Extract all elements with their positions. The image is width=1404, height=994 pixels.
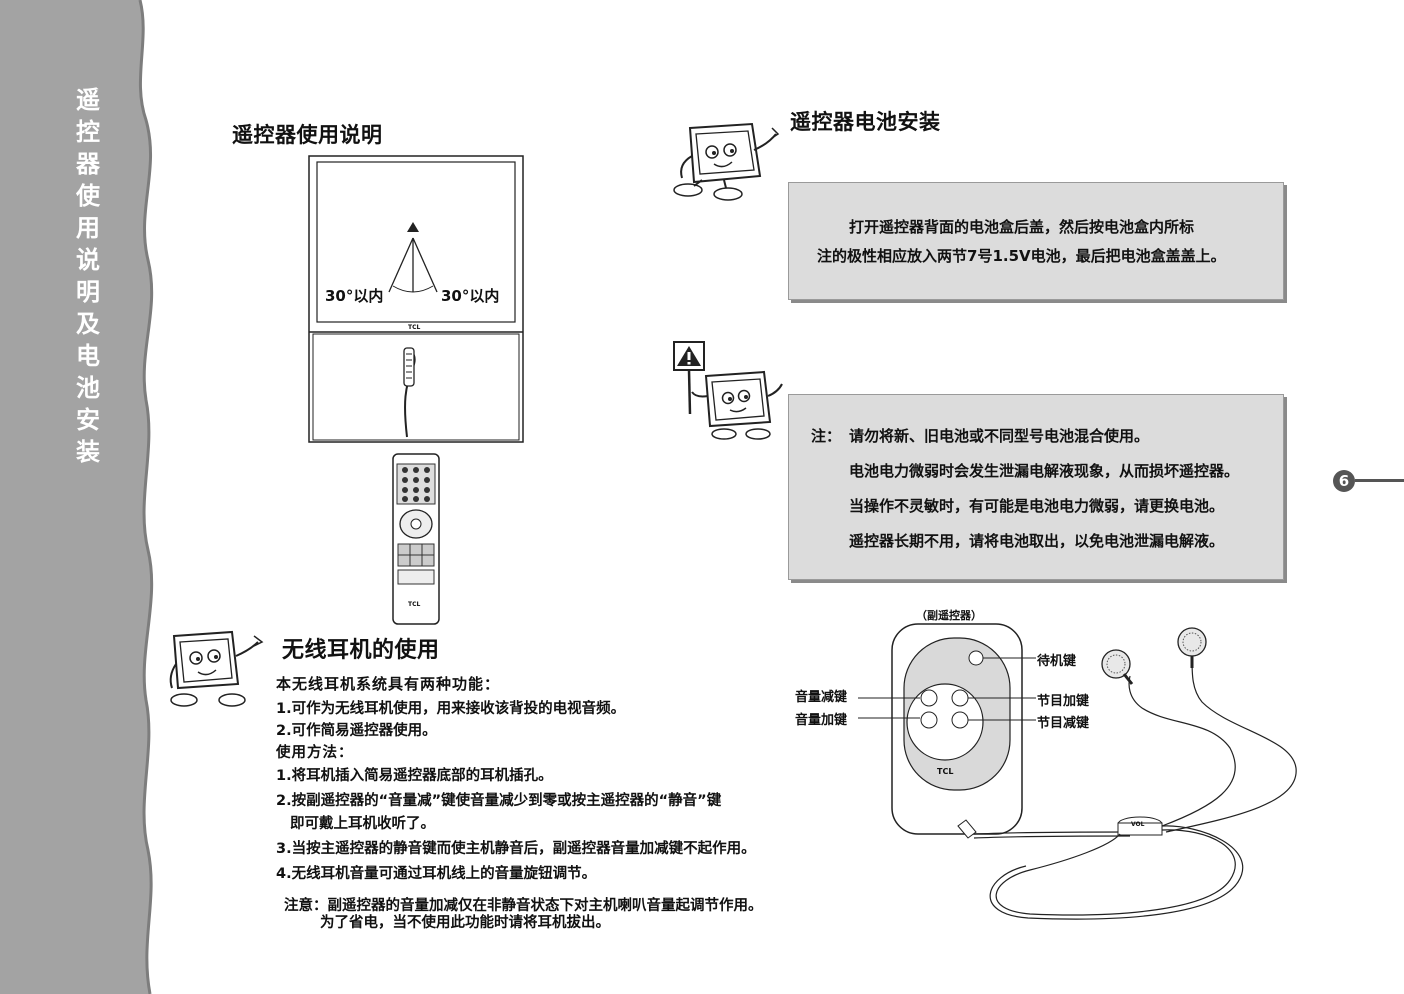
step-item: 2.按副遥控器的“音量减”键使音量减少到零或按主遥控器的“静音”键 [276, 793, 722, 809]
sidebar-char: 及 [76, 310, 100, 338]
sidebar-char: 池 [76, 374, 100, 402]
caution-line2: 为了省电，当不使用此功能时请将耳机拔出。 [320, 915, 610, 931]
standby-label: 待机键 [1037, 654, 1077, 669]
headphone-mascot-icon [169, 630, 264, 707]
tv-illustration [308, 155, 524, 625]
sidebar-char: 遥 [76, 86, 100, 114]
note-item: 请勿将新、旧电池或不同型号电池混合使用。 [849, 427, 1150, 445]
headphones-title: 无线耳机的使用 [282, 638, 440, 663]
step-item: 3.当按主遥控器的静音键而使主机静音后，副遥控器音量加减键不起作用。 [276, 841, 756, 857]
note-item: 当操作不灵敏时，有可能是电池电力微弱，请更换电池。 [849, 497, 1225, 515]
angle-left-label: 30°以内 [325, 287, 384, 305]
ch-up-label: 节目加键 [1037, 694, 1090, 709]
vol-up-label: 音量加键 [795, 713, 848, 728]
caution-line1: 注意：副遥控器的音量加减仅在非静音状态下对主机喇叭音量起调节作用。 [284, 898, 763, 914]
battery-instruction-line1: 打开遥控器背面的电池盒后盖，然后按电池盒内所标 [849, 218, 1195, 236]
remote-brand-logo: TCL [408, 601, 421, 608]
remote-usage-title: 遥控器使用说明 [232, 123, 383, 147]
battery-instruction-box: 打开遥控器背面的电池盒后盖，然后按电池盒内所标 注的极性相应放入两节7号1.5V… [788, 182, 1284, 300]
angle-right-label: 30°以内 [441, 287, 500, 305]
sidebar-char: 用 [76, 214, 100, 242]
step-item: 即可戴上耳机收听了。 [290, 816, 435, 832]
sidebar-char: 安 [76, 406, 100, 434]
battery-title: 遥控器电池安装 [790, 110, 941, 134]
sub-remote-brand: TCL [937, 767, 954, 776]
battery-instruction-line2: 注的极性相应放入两节7号1.5V电池，最后把电池盒盖盖上。 [817, 247, 1226, 265]
battery-notes-box: 注： 请勿将新、旧电池或不同型号电池混合使用。 电池电力微弱时会发生泄漏电解液现… [788, 394, 1284, 580]
sidebar-char: 电 [76, 342, 100, 370]
page-number-line [1355, 479, 1404, 482]
sidebar-char: 控 [76, 118, 100, 146]
function-item: 1.可作为无线耳机使用，用来接收该背投的电视音频。 [276, 701, 626, 717]
sidebar-vertical-title: 遥 控 器 使 用 说 明 及 电 池 安 装 [62, 84, 114, 468]
sidebar-char: 器 [76, 150, 100, 178]
page-number: 6 [1333, 470, 1355, 492]
sidebar-char: 使 [76, 182, 100, 210]
sidebar-char: 明 [76, 278, 100, 306]
method-title: 使用方法： [276, 745, 354, 761]
note-item: 电池电力微弱时会发生泄漏电解液现象，从而损坏遥控器。 [849, 462, 1240, 480]
notes-prefix: 注： [811, 427, 842, 445]
vol-knob-label: VOL [1131, 821, 1145, 828]
step-item: 1.将耳机插入简易遥控器底部的耳机插孔。 [276, 768, 553, 784]
ch-down-label: 节目减键 [1037, 716, 1090, 731]
note-item: 遥控器长期不用，请将电池取出，以免电池泄漏电解液。 [849, 532, 1225, 550]
warning-mascot-icon [673, 341, 783, 440]
sidebar-char: 说 [76, 246, 100, 274]
tv-mascot-icon [673, 122, 780, 201]
sub-remote-caption: （副遥控器） [916, 609, 982, 622]
function-item: 2.可作简易遥控器使用。 [276, 723, 437, 739]
sidebar-char: 装 [76, 438, 100, 466]
side-band [0, 0, 154, 994]
step-item: 4.无线耳机音量可通过耳机线上的音量旋钮调节。 [276, 866, 597, 882]
vol-down-label: 音量减键 [795, 690, 848, 705]
sub-remote-diagram [858, 623, 1297, 920]
headphones-intro: 本无线耳机系统具有两种功能： [276, 675, 501, 693]
tv-brand-logo: TCL [408, 324, 421, 331]
